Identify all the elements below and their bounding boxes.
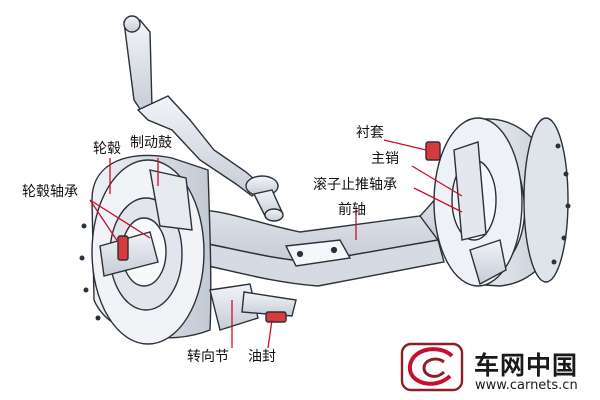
oil-seal-highlight: [265, 311, 287, 323]
label-kingpin: 主销: [371, 151, 399, 167]
spring-pad: [284, 239, 352, 267]
leader-thrust-bearing: [413, 187, 463, 213]
label-oil-seal: 油封: [248, 349, 276, 365]
label-front-axle: 前轴: [338, 202, 366, 218]
leader-hub-bearing-1: [89, 199, 119, 243]
pitman-arm-top-joint: [123, 15, 141, 33]
left-bearing-highlight: [117, 235, 129, 261]
left-wheel-studs: [79, 223, 101, 321]
label-bushing: 衬套: [356, 125, 384, 141]
leader-kingpin: [411, 165, 463, 197]
label-steering-knuckle: 转向节: [187, 349, 229, 365]
steering-linkage: [123, 15, 284, 222]
left-brake-shoe-bracket: [149, 169, 193, 231]
left-spindle: [99, 231, 159, 277]
watermark-brand-name: 车网中国: [474, 351, 579, 380]
label-roller-thrust-bearing: 滚子止推轴承: [313, 177, 397, 193]
label-hub-bearing: 轮毂轴承: [22, 184, 78, 200]
leader-bushing: [383, 139, 427, 151]
label-brake-drum: 制动鼓: [130, 135, 172, 151]
spring-pad-bolt-2: [330, 246, 338, 254]
carnets-logo: [400, 342, 464, 392]
right-drum-rim: [523, 117, 569, 283]
right-steering-arm: [469, 239, 507, 286]
pitman-arm: [123, 19, 153, 113]
label-wheel-hub: 轮毂: [93, 141, 121, 157]
watermark-url: www.carnets.cn: [475, 378, 578, 393]
right-wheel-studs: [551, 143, 571, 265]
tie-rod-socket: [264, 208, 284, 222]
leader-hub-bearing-2: [89, 199, 151, 239]
left-tie-rod-arm: [241, 291, 297, 317]
right-bushing-highlight: [425, 141, 441, 161]
leader-oil-seal: [267, 319, 273, 349]
left-brake-drum: [91, 154, 297, 345]
right-brake-drum: [425, 117, 569, 287]
leader-lines: [89, 139, 463, 349]
spring-pad-bolt-1: [296, 250, 304, 258]
